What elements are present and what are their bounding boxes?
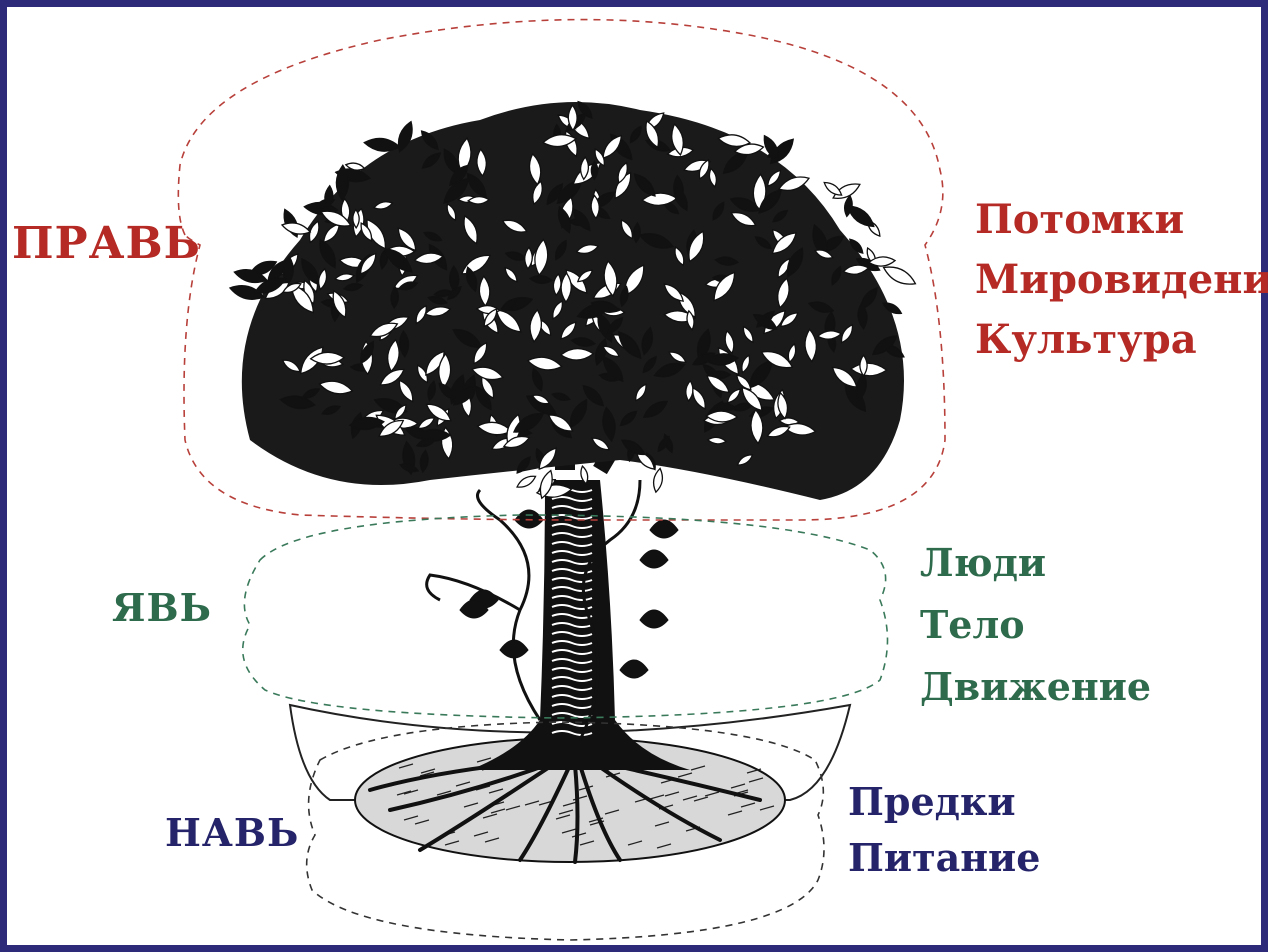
nav-item: Предки bbox=[848, 774, 1040, 830]
prav-item: Мировидение bbox=[975, 250, 1268, 310]
nav-title: НАВЬ bbox=[165, 810, 299, 855]
tree-canopy bbox=[228, 99, 918, 500]
yav-item: Движение bbox=[920, 656, 1151, 718]
nav-list: Предки Питание bbox=[848, 774, 1040, 886]
yav-title: ЯВЬ bbox=[112, 585, 212, 630]
yav-item: Тело bbox=[920, 594, 1151, 656]
yav-list: Люди Тело Движение bbox=[920, 532, 1151, 718]
nav-item: Питание bbox=[848, 830, 1040, 886]
prav-item: Потомки bbox=[975, 190, 1268, 250]
prav-title: ПРАВЬ bbox=[12, 218, 201, 269]
prav-item: Культура bbox=[975, 310, 1268, 370]
prav-list: Потомки Мировидение Культура bbox=[975, 190, 1268, 370]
yav-item: Люди bbox=[920, 532, 1151, 594]
